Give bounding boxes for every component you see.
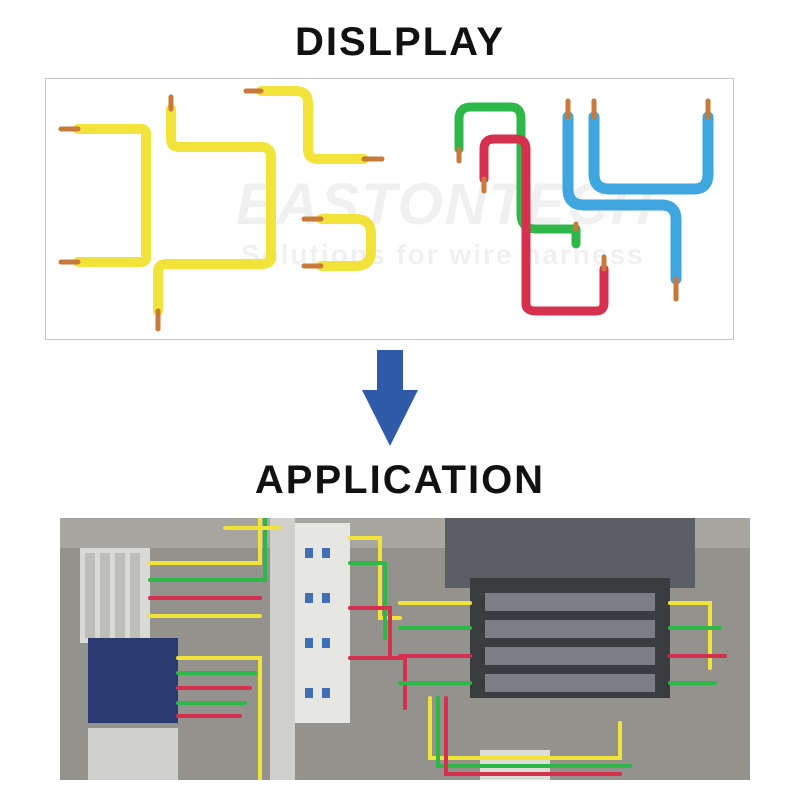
display-heading: DISLPLAY xyxy=(294,20,506,64)
application-photo xyxy=(60,518,750,780)
application-heading: APPLICATION xyxy=(254,458,546,502)
down-arrow-icon xyxy=(362,350,418,446)
yellow-wire-u xyxy=(73,124,151,267)
display-panel: EASTONTECH Solutions for wire harness xyxy=(45,78,734,340)
electrical-cabinet-illustration xyxy=(60,518,750,780)
busbar-wires-illustration xyxy=(58,86,714,332)
